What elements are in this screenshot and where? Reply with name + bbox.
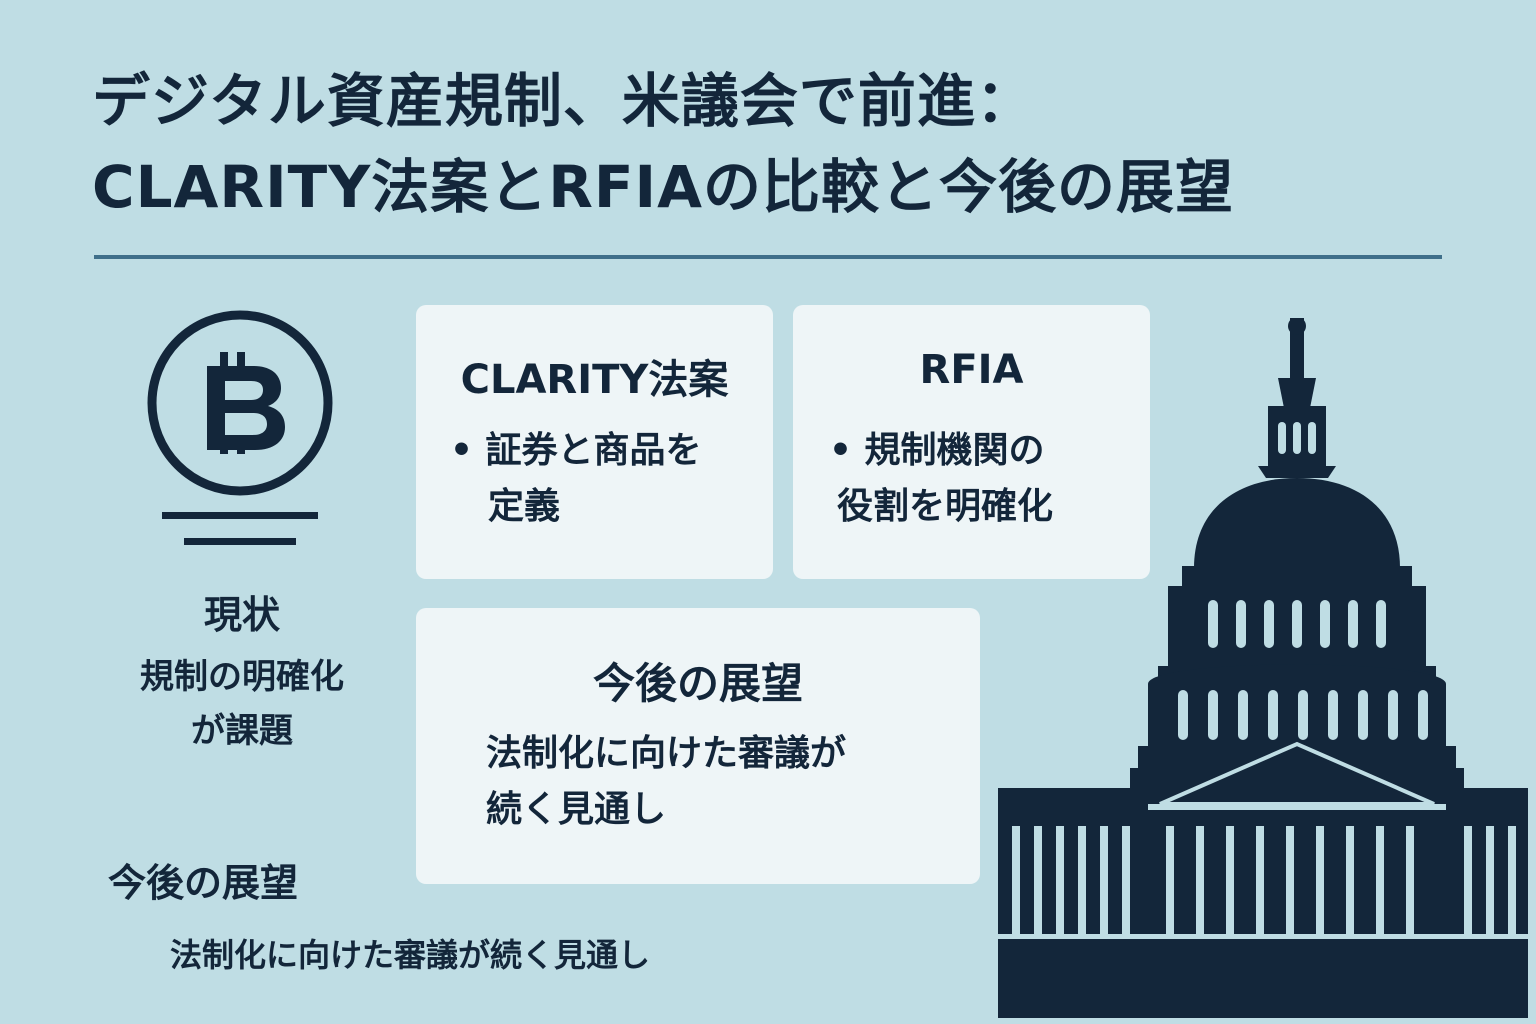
- status-description: 規制の明確化 が課題: [92, 650, 392, 758]
- outlook-description: 法制化に向けた審議が続く見通し: [170, 936, 651, 974]
- title-divider: [94, 255, 1442, 259]
- outlook-card: 今後の展望 法制化に向けた審議が 続く見通し: [416, 608, 980, 884]
- outlook-card-line-2: 続く見通し: [486, 789, 667, 830]
- rfia-body: • 規制機関の 役割を明確化: [829, 423, 1053, 535]
- clarity-heading: CLARITY法案: [460, 357, 729, 403]
- rfia-line-2: 役割を明確化: [837, 486, 1054, 527]
- bitcoin-icon: [147, 310, 333, 496]
- rfia-heading: RFIA: [919, 347, 1024, 393]
- outlook-card-heading: 今後の展望: [592, 659, 803, 708]
- status-line-1: 規制の明確化: [140, 657, 344, 697]
- clarity-body: • 証券と商品を 定義: [450, 423, 702, 535]
- capitol-icon: [998, 318, 1528, 1018]
- status-line-2: が課題: [191, 711, 293, 751]
- clarity-card: CLARITY法案 • 証券と商品を 定義: [416, 305, 773, 579]
- status-heading: 現状: [203, 593, 280, 637]
- outlook-card-body: 法制化に向けた審議が 続く見通し: [486, 726, 846, 838]
- outlook-card-line-1: 法制化に向けた審議が: [486, 733, 847, 774]
- coin-base-lines-icon: [162, 512, 318, 545]
- rfia-card: RFIA • 規制機関の 役割を明確化: [793, 305, 1150, 579]
- title-line-2: CLARITY法案とRFIAの比較と今後の展望: [92, 153, 1234, 221]
- page-title: デジタル資産規制、米議会で前進： CLARITY法案とRFIAの比較と今後の展望: [92, 58, 1492, 230]
- outlook-heading: 今後の展望: [108, 861, 299, 905]
- title-line-1: デジタル資産規制、米議会で前進：: [92, 67, 1035, 135]
- rfia-line-1: • 規制機関の: [829, 430, 1045, 471]
- clarity-line-2: 定義: [488, 486, 561, 527]
- clarity-line-1: • 証券と商品を: [450, 430, 702, 471]
